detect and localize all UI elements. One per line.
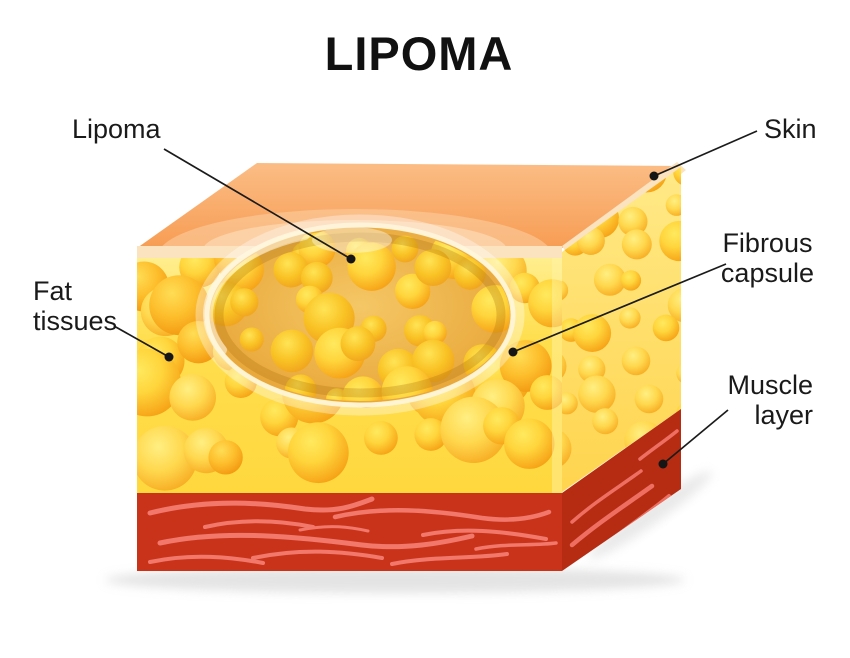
dot-skin (649, 171, 659, 181)
leader-fat-tissues (113, 325, 170, 358)
label-lipoma: Lipoma (72, 114, 161, 144)
lipoma-bubbles (210, 230, 510, 401)
dot-fibrous-capsule (508, 347, 518, 357)
label-skin: Skin (764, 114, 817, 144)
dot-fat-tissues (164, 352, 174, 362)
lipoma-capsule (195, 214, 525, 416)
dot-muscle-layer (658, 459, 668, 469)
leader-muscle-layer (662, 409, 729, 465)
label-muscle-layer: Muscle layer (727, 370, 813, 431)
label-fibrous-capsule: Fibrous capsule (720, 228, 814, 289)
muscle-fibers-front (147, 496, 558, 566)
leader-lines (113, 130, 758, 465)
label-fat-tissues: Fat tissues (33, 276, 118, 337)
leader-fibrous-capsule (512, 263, 727, 353)
page-title: LIPOMA (324, 27, 514, 80)
dot-lipoma (346, 254, 356, 264)
drop-shadow (105, 471, 712, 593)
marker-dots (164, 171, 668, 469)
leader-lipoma (163, 148, 352, 260)
muscle-layer-shape (137, 409, 681, 571)
leader-skin (653, 130, 758, 177)
